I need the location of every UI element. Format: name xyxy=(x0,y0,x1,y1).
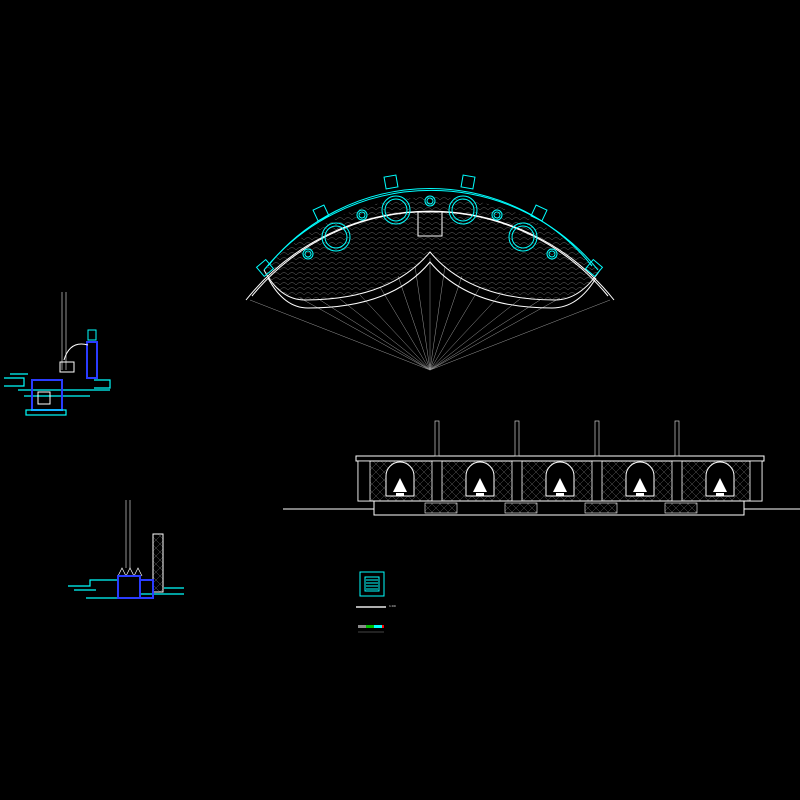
end-pier-left xyxy=(357,460,371,502)
front-elevation-view xyxy=(283,420,800,516)
scale-bar xyxy=(358,625,384,633)
arc-piers xyxy=(255,174,604,278)
end-pier-right xyxy=(749,460,763,502)
wall-coping xyxy=(355,455,765,462)
scale-label: 1:00 xyxy=(389,604,396,608)
circular-planters xyxy=(302,195,558,260)
radial-construction-lines xyxy=(249,258,611,371)
legend-block xyxy=(356,571,386,633)
base-step xyxy=(373,500,745,516)
pilasters xyxy=(431,460,683,502)
section-a-view xyxy=(4,292,111,416)
fountain-sculptures xyxy=(393,478,727,496)
legend-symbol-box xyxy=(359,571,385,597)
pergola-poles xyxy=(434,420,680,457)
central-square-feature xyxy=(417,211,443,237)
fan-plan-view xyxy=(245,174,615,371)
base-grates xyxy=(424,502,698,514)
section-b-view xyxy=(68,500,184,599)
